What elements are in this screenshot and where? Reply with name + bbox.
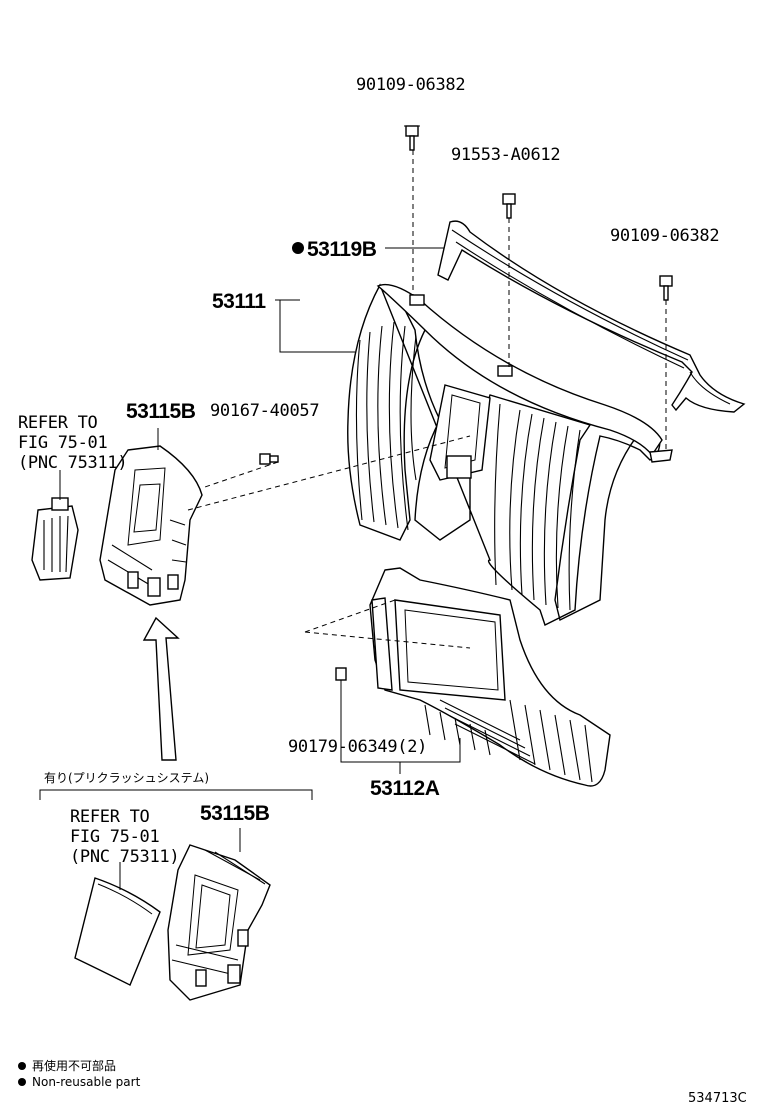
bolt-top-icon	[404, 125, 420, 151]
legend-en: Non-reusable part	[32, 1075, 141, 1089]
label-refer-1: REFER TO	[18, 413, 98, 433]
label-refer2-3: (PNC 75311)	[70, 847, 179, 867]
label-grille-assy: 53111	[212, 290, 266, 313]
clip-icon	[335, 667, 347, 681]
label-refer2-2: FIG 75-01	[70, 827, 159, 847]
label-bracket-alt: 53115B	[200, 802, 270, 825]
label-bolt-top: 90109-06382	[356, 75, 465, 95]
label-bolt-right: 90109-06382	[610, 226, 719, 246]
label-moulding: 53119B	[307, 238, 377, 261]
label-refer-2: FIG 75-01	[18, 433, 107, 453]
label-lower-grille: 53112A	[370, 777, 440, 800]
lower-grille-part	[369, 567, 611, 787]
legend-bullet-icon	[18, 1078, 26, 1086]
sensor-cover-part	[31, 497, 79, 581]
label-screw-left: 90167-40057	[210, 401, 319, 421]
screw-left-icon	[259, 453, 279, 465]
screw-mid-icon	[502, 193, 516, 219]
label-screw-mid: 91553-A0612	[451, 145, 560, 165]
label-refer2-1: REFER TO	[70, 807, 150, 827]
arrow-up-icon	[142, 616, 180, 761]
label-bracket: 53115B	[126, 400, 196, 423]
grille-bracket-part	[99, 445, 203, 606]
grille-bracket-alt-part	[167, 844, 271, 1001]
radiator-grille-part	[347, 283, 673, 626]
sensor-cover-plate-part	[74, 877, 161, 986]
leader-lines	[39, 247, 461, 890]
label-clip: 90179-06349(2)	[288, 737, 427, 757]
figure-id: 534713C	[688, 1091, 747, 1106]
label-refer-3: (PNC 75311)	[18, 453, 127, 473]
bolt-right-icon	[659, 275, 673, 301]
non-reusable-marker-icon	[292, 242, 304, 254]
legend-bullet-icon	[18, 1062, 26, 1070]
legend-jp: 再使用不可部品	[32, 1058, 116, 1073]
grille-moulding-part	[437, 220, 746, 413]
label-precrash-note: 有り(プリクラッシュシステム)	[44, 771, 209, 785]
assembly-lines	[187, 150, 667, 649]
